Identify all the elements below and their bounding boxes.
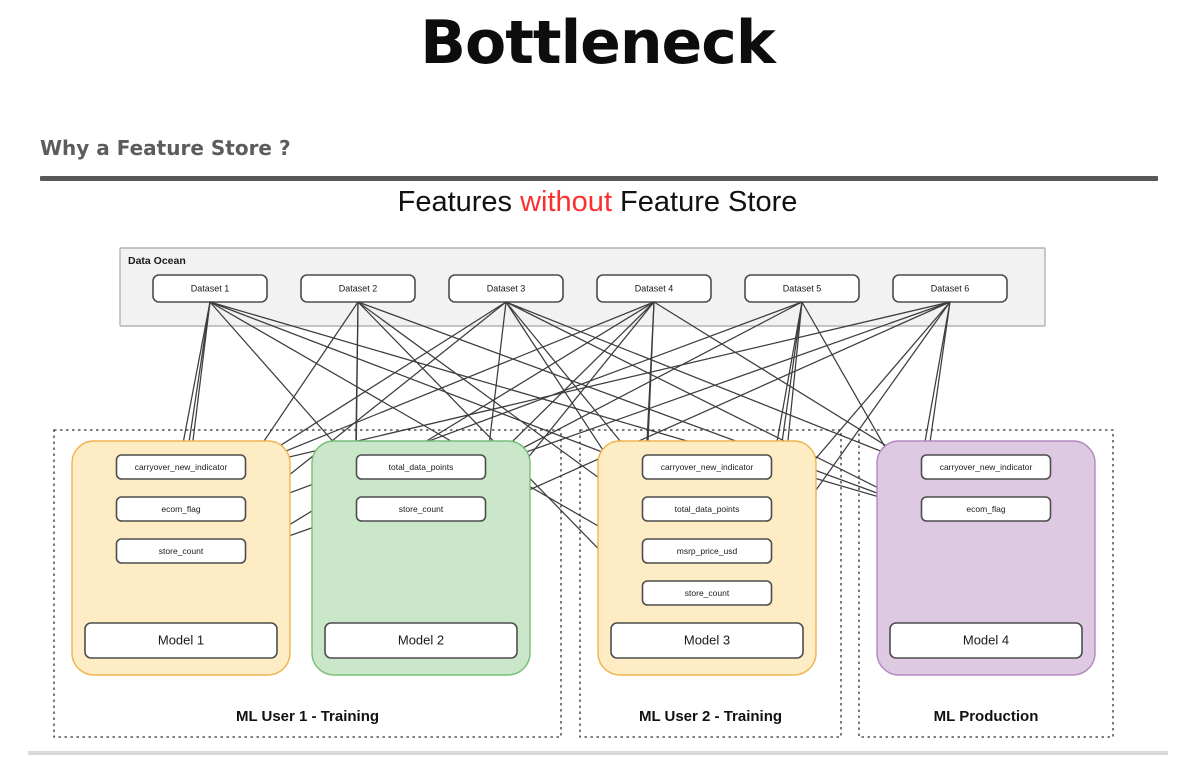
group-container-3 (858, 429, 1114, 738)
model-node-3-1-label: Model 4 (963, 632, 1009, 647)
model-node-1-1[interactable]: Model 1 (84, 622, 278, 659)
dataset-node-3[interactable]: Dataset 3 (448, 274, 564, 303)
footer-divider (28, 751, 1168, 755)
feature-node-1-2-2-label: store_count (399, 504, 444, 514)
dataset-node-4-label: Dataset 4 (635, 283, 674, 293)
dataflow-edge (505, 301, 643, 468)
dataset-node-1[interactable]: Dataset 1 (152, 274, 268, 303)
dataset-node-5-label: Dataset 5 (783, 283, 822, 293)
dataflow-edge (485, 301, 803, 468)
feature-store-diagram: Features without Feature Store Data Ocea… (0, 186, 1195, 746)
dataset-node-2-label: Dataset 2 (339, 283, 378, 293)
feature-node-2-1-3[interactable]: msrp_price_usd (641, 538, 773, 564)
feature-node-1-1-1-label: carryover_new_indicator (135, 462, 228, 472)
group-caption-2: ML User 2 - Training (639, 708, 782, 725)
dataflow-edge (245, 301, 951, 469)
dataset-node-6-label: Dataset 6 (931, 283, 970, 293)
model-node-1-1-label: Model 1 (158, 632, 204, 647)
dataset-node-1-label: Dataset 1 (191, 283, 230, 293)
feature-node-1-1-3[interactable]: store_count (115, 538, 247, 564)
feature-node-2-1-1-label: carryover_new_indicator (661, 462, 754, 472)
feature-node-3-1-1-label: carryover_new_indicator (940, 462, 1033, 472)
diagram-heading: Features without Feature Store (0, 186, 1195, 219)
dataflow-edge (483, 301, 507, 469)
dataflow-edge (770, 301, 803, 469)
diagram-heading-part1: Features (397, 186, 521, 218)
feature-node-2-1-2-label: total_data_points (675, 504, 740, 514)
dataflow-edge (485, 301, 655, 468)
feature-node-2-1-1[interactable]: carryover_new_indicator (641, 454, 773, 480)
dataflow-edge (485, 301, 951, 510)
feature-node-1-1-2-label: ecom_flag (161, 504, 200, 514)
feature-node-2-1-3-label: msrp_price_usd (677, 546, 738, 556)
dataflow-edge (245, 301, 507, 468)
section-heading: Why a Feature Store ? (40, 136, 291, 160)
dataflow-edge (209, 301, 357, 468)
model-node-1-2[interactable]: Model 2 (324, 622, 518, 659)
dataflow-edge (357, 301, 643, 510)
dataset-node-2[interactable]: Dataset 2 (300, 274, 416, 303)
feature-node-3-1-2[interactable]: ecom_flag (920, 496, 1052, 522)
dataflow-edge (209, 301, 643, 468)
dataset-node-5[interactable]: Dataset 5 (744, 274, 860, 303)
feature-node-1-1-2[interactable]: ecom_flag (115, 496, 247, 522)
diagram-heading-part2: Feature Store (612, 186, 798, 218)
group-container-1 (53, 429, 562, 738)
feature-node-1-2-1-label: total_data_points (389, 462, 454, 472)
feature-node-3-1-1[interactable]: carryover_new_indicator (920, 454, 1052, 480)
feature-node-3-1-2-label: ecom_flag (966, 504, 1005, 514)
model-node-2-1-label: Model 3 (684, 632, 730, 647)
feature-node-1-1-1[interactable]: carryover_new_indicator (115, 454, 247, 480)
model-node-1-2-label: Model 2 (398, 632, 444, 647)
model-node-2-1[interactable]: Model 3 (610, 622, 804, 659)
dataflow-edge (918, 301, 951, 469)
dataset-node-3-label: Dataset 3 (487, 283, 526, 293)
group-caption-1: ML User 1 - Training (236, 708, 379, 725)
dataflow-edge (209, 301, 643, 552)
feature-node-1-2-1[interactable]: total_data_points (355, 454, 487, 480)
feature-node-2-1-2[interactable]: total_data_points (641, 496, 773, 522)
dataset-node-4[interactable]: Dataset 4 (596, 274, 712, 303)
heading-divider (40, 176, 1158, 181)
feature-node-1-2-2[interactable]: store_count (355, 496, 487, 522)
dataflow-edge (245, 301, 359, 469)
group-layer: ML User 1 - Training carryover_new_indica… (53, 429, 1114, 738)
dataflow-edge (179, 301, 211, 456)
feature-node-2-1-4[interactable]: store_count (641, 580, 773, 606)
dataflow-edge (245, 301, 655, 468)
group-caption-3: ML Production (934, 708, 1039, 725)
feature-node-2-1-4-label: store_count (685, 588, 730, 598)
diagram-heading-accent: without (520, 186, 612, 218)
feature-node-1-1-3-label: store_count (159, 546, 204, 556)
model-node-3-1[interactable]: Model 4 (889, 622, 1083, 659)
dataflow-edge (505, 301, 922, 510)
group-container-2 (579, 429, 842, 738)
edge-layer (177, 301, 990, 595)
page-title: Bottleneck (420, 8, 775, 78)
data-ocean-label: Data Ocean (128, 255, 186, 267)
diagram-canvas: Data Ocean Dataset 1 Dataset 2 Dataset 3 Da… (53, 247, 1114, 738)
dataset-node-6[interactable]: Dataset 6 (892, 274, 1008, 303)
data-ocean-container (119, 247, 1046, 327)
